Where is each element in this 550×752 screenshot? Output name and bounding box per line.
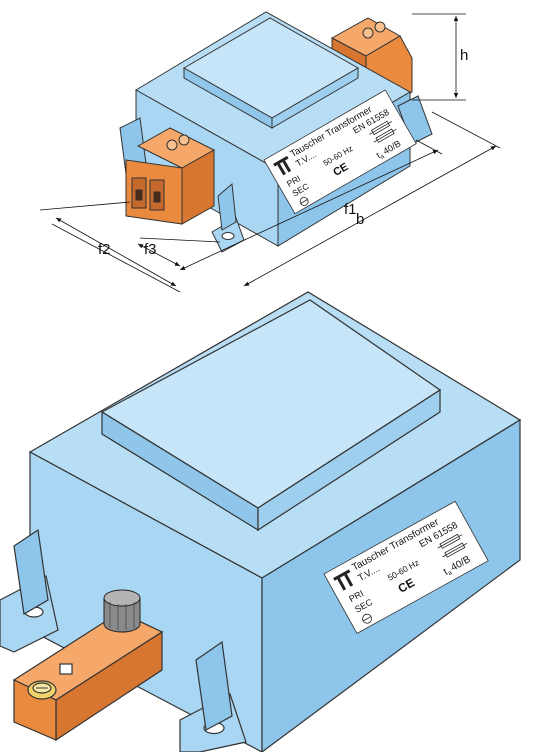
- dimension-lines: [39, 13, 501, 293]
- dim-label-f1: f1: [344, 201, 357, 218]
- fuse-symbol-icon: [369, 120, 397, 143]
- tauscher-logo-icon: [333, 569, 354, 591]
- fuse-holder-cap: [103, 589, 141, 633]
- top-transformer: Tauscher Transformer T.V.... EN 61558 PR…: [119, 11, 433, 253]
- earth-symbol-icon: [362, 613, 372, 624]
- dim-label-f3: f3: [144, 241, 157, 258]
- fuse-symbol-icon: [437, 533, 468, 558]
- dim-label-h: h: [460, 47, 468, 64]
- ta-subscript: a: [447, 569, 454, 577]
- bottom-mounting-feet: [0, 528, 247, 752]
- dim-label-b: b: [356, 211, 364, 228]
- ta-symbol: t: [442, 567, 450, 578]
- bottom-terminal-block: [12, 611, 164, 742]
- dim-label-f2: f2: [98, 241, 111, 258]
